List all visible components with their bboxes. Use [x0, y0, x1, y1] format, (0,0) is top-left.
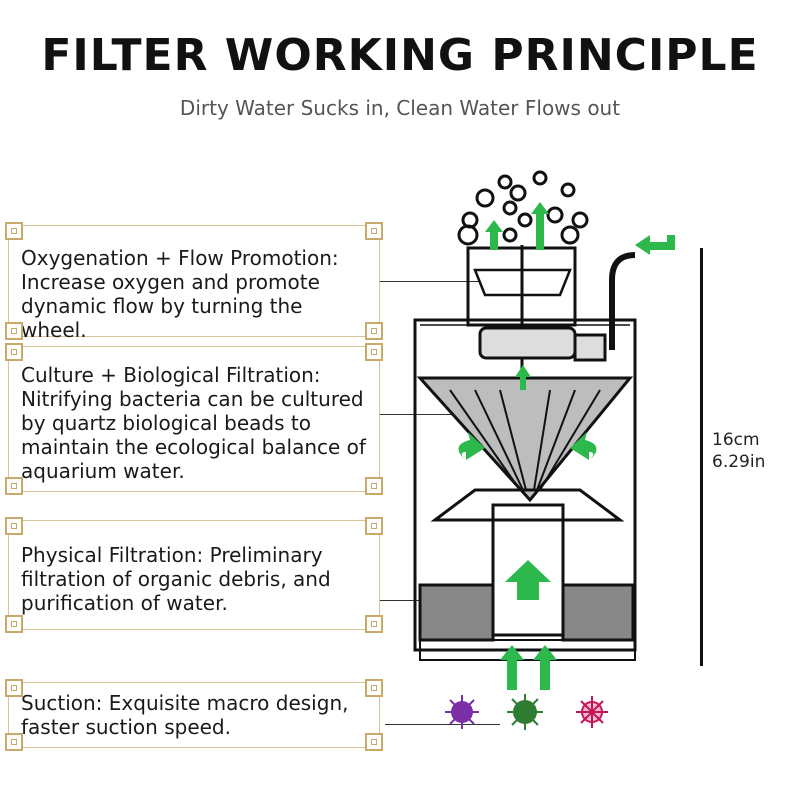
up-arrow-icon — [533, 645, 557, 690]
leader-line — [380, 414, 470, 415]
up-arrow-icon — [515, 365, 531, 390]
frame-corner-ornament — [365, 615, 383, 633]
inlet-arrow-icon — [635, 235, 675, 255]
germs — [445, 694, 608, 730]
dimension-inch-label: 6.29in — [712, 452, 766, 472]
callout-heading: Physical Filtration: — [21, 543, 204, 567]
up-arrow-icon — [500, 645, 524, 690]
callout-biological: Culture + Biological Filtration: Nitrify… — [5, 343, 383, 495]
frame-corner-ornament — [365, 517, 383, 535]
callout-body: Increase oxygen and promote dynamic flow… — [21, 270, 320, 342]
frame-corner-ornament — [5, 733, 23, 751]
frame-corner-ornament — [5, 679, 23, 697]
callout-body: Suction: Exquisite macro design, faster … — [21, 691, 349, 739]
frame-corner-ornament — [365, 222, 383, 240]
callout-body: Nitrifying bacteria can be cultured by q… — [21, 387, 366, 483]
curved-arrow-icon — [458, 432, 485, 460]
callout-heading: Culture + Biological Filtration: — [21, 363, 321, 387]
filter-diagram — [413, 170, 675, 690]
leader-line — [385, 724, 500, 725]
page-title: FILTER WORKING PRINCIPLE — [41, 30, 759, 81]
frame-corner-ornament — [365, 477, 383, 495]
frame-corner-ornament — [5, 343, 23, 361]
leader-line — [380, 281, 480, 282]
dimension-cm-label: 16cm — [712, 430, 760, 450]
callout-physical: Physical Filtration: Preliminary filtrat… — [5, 517, 383, 633]
frame-corner-ornament — [365, 733, 383, 751]
flow-arrows — [458, 202, 675, 690]
frame-corner-ornament — [5, 615, 23, 633]
callout-oxygenation: Oxygenation + Flow Promotion: Increase o… — [5, 222, 383, 342]
germ-pink-icon — [576, 696, 608, 728]
germ-green-icon — [507, 694, 543, 730]
curved-arrow-icon — [570, 432, 597, 460]
frame-corner-ornament — [365, 679, 383, 697]
frame-corner-ornament — [5, 222, 23, 240]
up-arrow-icon — [531, 202, 549, 250]
callout-suction: Suction: Exquisite macro design, faster … — [5, 679, 383, 751]
up-arrow-icon — [485, 220, 503, 250]
frame-corner-ornament — [365, 343, 383, 361]
air-bubbles — [457, 170, 589, 246]
leader-line — [380, 600, 420, 601]
page-subtitle: Dirty Water Sucks in, Clean Water Flows … — [179, 96, 621, 120]
germ-purple-icon — [445, 695, 479, 729]
callout-body: Preliminary filtration of organic debris… — [21, 543, 331, 615]
frame-corner-ornament — [5, 517, 23, 535]
frame-corner-ornament — [5, 477, 23, 495]
dimension-line — [700, 248, 703, 666]
frame-corner-ornament — [5, 322, 23, 340]
callout-heading: Oxygenation + Flow Promotion: — [21, 246, 339, 270]
frame-corner-ornament — [365, 322, 383, 340]
up-arrow-icon — [505, 560, 551, 600]
